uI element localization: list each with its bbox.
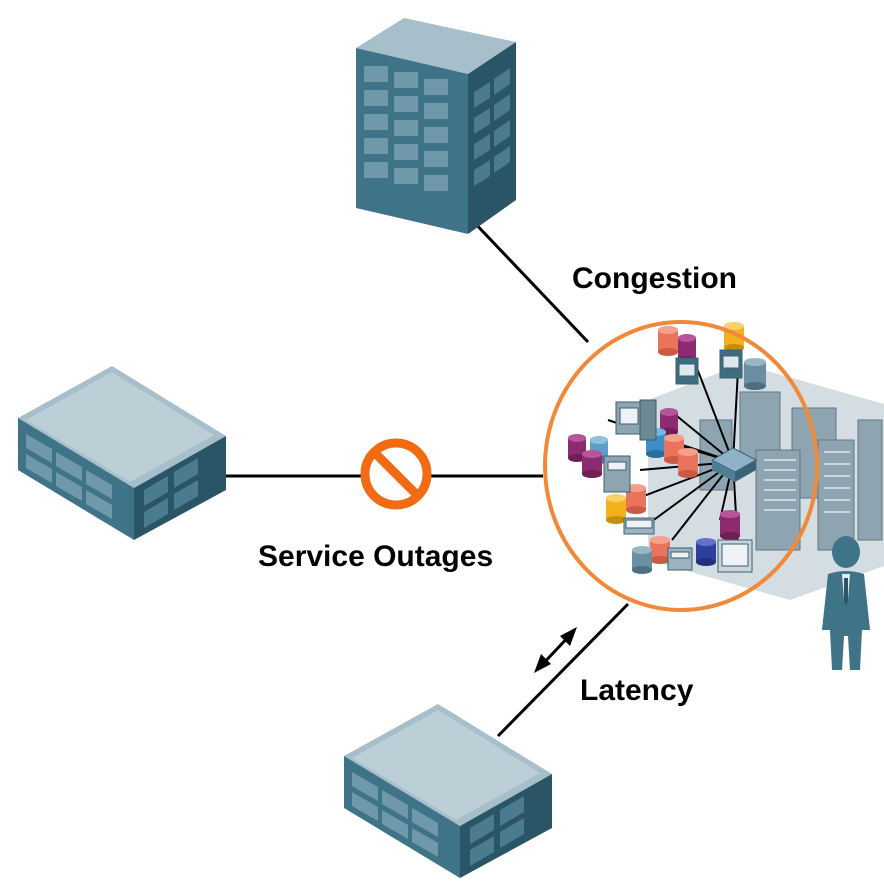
- latency-label: Latency: [580, 674, 694, 707]
- office-tower-icon: [356, 18, 516, 234]
- service-outages-label: Service Outages: [258, 540, 493, 573]
- no-entry-icon: [360, 438, 432, 510]
- data-center-icon: [568, 322, 884, 600]
- branch-office-icon: [344, 704, 552, 878]
- branch-office-icon: [18, 366, 226, 540]
- congestion-label: Congestion: [572, 262, 737, 295]
- double-arrow-icon: [534, 627, 577, 673]
- link-tower-to-datacenter: [468, 216, 590, 344]
- link-branch-south-to-datacenter: [496, 602, 630, 738]
- person-icon: [822, 536, 870, 670]
- congestion-ring: [543, 320, 819, 612]
